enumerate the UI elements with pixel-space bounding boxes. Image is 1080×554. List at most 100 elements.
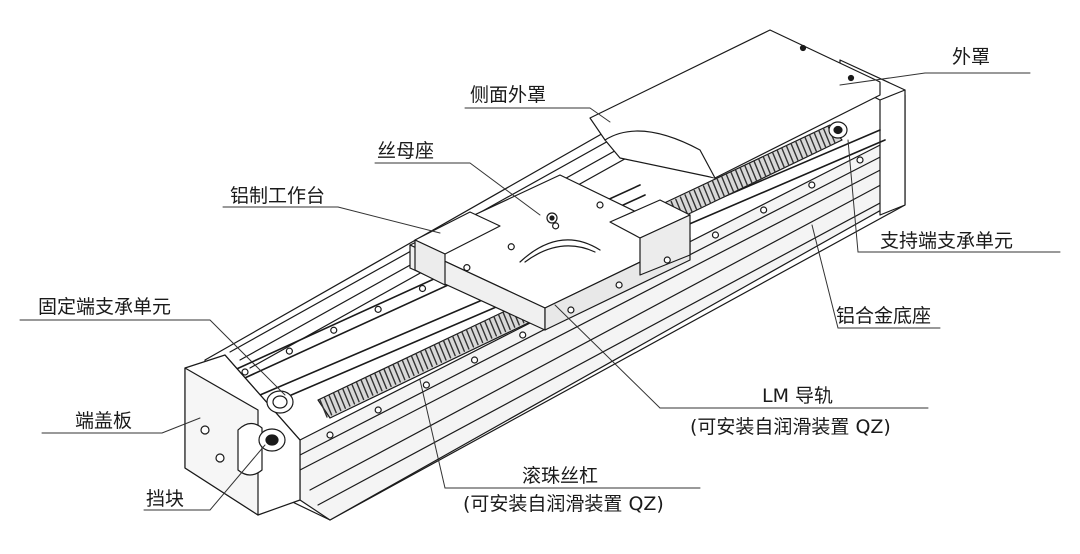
screw-thread xyxy=(333,392,342,412)
screw-thread xyxy=(387,366,397,385)
screw-thread xyxy=(804,136,813,155)
leader-lines xyxy=(19,72,1061,511)
mounting-hole xyxy=(422,381,430,389)
mounting-hole xyxy=(470,356,479,364)
screw-thread xyxy=(693,189,702,209)
label-side-cover: 侧面外罩 xyxy=(470,84,547,106)
label-fixed-end-unit: 固定端支承单元 xyxy=(38,296,172,318)
screw-thread xyxy=(762,156,772,175)
screw-thread xyxy=(323,397,333,416)
screw-thread xyxy=(753,160,762,180)
screw-thread xyxy=(712,180,721,200)
label-aluminum-table: 铝制工作台 xyxy=(230,185,326,207)
mounting-hole xyxy=(552,222,560,230)
mounting-hole xyxy=(519,331,527,339)
label-aluminum-base: 铝合金底座 xyxy=(836,305,932,327)
screw-thread xyxy=(461,331,470,350)
screw-thread xyxy=(419,351,429,370)
screw-thread xyxy=(758,158,767,178)
screw-thread xyxy=(822,127,832,146)
mounting-hole xyxy=(374,305,382,313)
mounting-hole xyxy=(326,431,334,439)
label-stopper: 挡块 xyxy=(146,488,185,510)
screw-thread xyxy=(438,342,447,361)
outer-cover-plate xyxy=(589,29,881,179)
label-lm-guide-note: (可安装自润滑装置 QZ) xyxy=(690,416,891,438)
screw-thread xyxy=(406,357,415,377)
screw-thread xyxy=(488,318,498,337)
screw-thread xyxy=(813,131,822,151)
screw-thread xyxy=(484,320,493,339)
screw-thread xyxy=(744,165,753,184)
screw-thread xyxy=(684,194,693,213)
screw-thread xyxy=(795,140,804,160)
screw-thread xyxy=(456,333,466,352)
mounting-hole xyxy=(285,347,293,355)
label-support-end-unit: 支持端支承单元 xyxy=(880,230,1014,252)
screw-thread xyxy=(730,171,739,191)
screw-thread xyxy=(785,145,795,164)
screw-thread xyxy=(748,163,758,182)
screw-thread xyxy=(447,337,456,357)
screw-thread xyxy=(702,185,712,204)
screw-thread xyxy=(442,340,452,359)
screw-thread xyxy=(365,377,374,396)
screw-thread xyxy=(688,191,698,211)
screw-thread xyxy=(452,335,461,355)
fixed-end-support-unit xyxy=(258,390,294,452)
screw-thread xyxy=(319,399,328,418)
screw-thread xyxy=(479,322,488,341)
screw-thread xyxy=(433,344,443,363)
screw-thread xyxy=(410,355,420,374)
screw-thread xyxy=(781,147,790,166)
screw-thread xyxy=(818,129,827,149)
screw-thread xyxy=(342,388,351,407)
mounting-hole xyxy=(567,306,575,314)
screw-thread xyxy=(739,167,749,186)
mounting-hole xyxy=(596,201,604,209)
screw-thread xyxy=(767,154,776,173)
screw-thread xyxy=(392,364,401,383)
screw-thread xyxy=(725,174,735,193)
mounting-hole xyxy=(507,243,515,251)
support-end-unit xyxy=(828,121,848,139)
screw-thread xyxy=(401,359,411,379)
label-ball-screw: 滚珠丝杠 xyxy=(522,465,599,487)
screw-thread xyxy=(378,370,388,390)
screw-thread xyxy=(360,379,369,398)
end-cover-plate xyxy=(184,354,301,516)
screw-thread xyxy=(808,134,818,153)
label-outer-cover: 外罩 xyxy=(952,46,991,68)
screw-thread xyxy=(707,183,716,202)
label-end-cover-plate: 端盖板 xyxy=(75,410,133,432)
screw-thread xyxy=(493,315,502,335)
label-lm-guide: LM 导轨 xyxy=(762,385,834,407)
mounting-hole xyxy=(711,231,720,239)
screw-thread xyxy=(735,169,744,189)
screw-thread xyxy=(470,326,479,346)
screw-thread xyxy=(497,313,507,333)
label-ball-screw-note: (可安装自润滑装置 QZ) xyxy=(463,493,664,515)
mounting-hole xyxy=(856,156,864,164)
mounting-hole xyxy=(418,284,427,293)
screw-thread xyxy=(383,368,392,388)
screw-thread xyxy=(771,151,781,171)
mounting-hole xyxy=(615,281,623,289)
screw-thread xyxy=(790,143,799,162)
ball-screw xyxy=(317,124,843,419)
screw-thread xyxy=(465,329,475,348)
screw-thread xyxy=(429,346,438,366)
screw-thread xyxy=(698,187,707,206)
base-mounting-holes xyxy=(241,156,864,439)
label-nut-seat: 丝母座 xyxy=(377,140,435,162)
screw-thread xyxy=(351,383,360,403)
screw-thread xyxy=(415,353,424,372)
screw-thread xyxy=(355,381,365,401)
screw-thread xyxy=(374,372,383,392)
screw-thread xyxy=(799,138,809,158)
mounting-hole xyxy=(663,256,671,264)
mounting-hole xyxy=(241,368,249,376)
screw-thread xyxy=(424,348,433,368)
